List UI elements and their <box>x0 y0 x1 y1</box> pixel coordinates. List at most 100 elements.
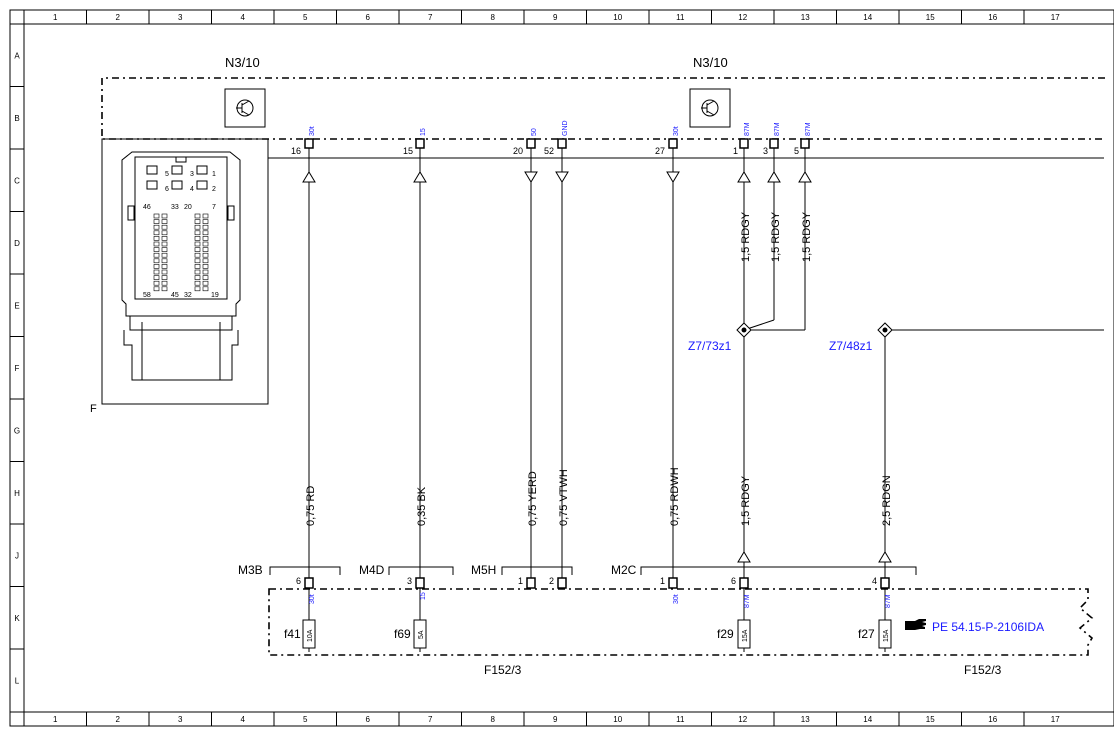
ecu-pin-number: 15 <box>403 146 413 156</box>
face-label: 32 <box>184 292 192 299</box>
transistor-icon <box>224 88 266 128</box>
pointing-hand-icon <box>905 619 926 630</box>
wire-label: 1,5 RDGY <box>740 211 752 262</box>
grid-column-label: 12 <box>738 13 747 22</box>
connector-cavity <box>153 258 160 264</box>
wire-label: 1,5 RDGY <box>770 211 782 262</box>
grid-column-label: 17 <box>1051 715 1060 724</box>
connector-cavity <box>153 213 160 219</box>
connector-cavity <box>194 224 201 230</box>
face-label: 20 <box>184 204 192 211</box>
fuse-rating: 15A <box>742 629 749 642</box>
connector-cavity <box>194 280 201 286</box>
connector-cavity <box>194 236 201 241</box>
grid-column-label: 14 <box>863 715 872 724</box>
face-label: 46 <box>143 204 151 211</box>
connector-cavity <box>153 286 160 292</box>
connector-cavity <box>194 230 201 236</box>
face-label: 58 <box>143 292 151 299</box>
fusebox-pin-number: 1 <box>660 576 665 586</box>
fusebox-connector-name: M2C <box>611 563 637 577</box>
connector-cavity <box>161 236 168 241</box>
fuse-rating: 5A <box>418 630 425 639</box>
fusebox-housing <box>268 588 1094 656</box>
grid-row-label: L <box>15 676 20 685</box>
ecu-right-label: N3/10 <box>693 55 728 70</box>
wire-label: 0,75 YERD <box>527 471 539 526</box>
connector-cavity <box>161 269 168 275</box>
face-label: 5 <box>165 171 169 178</box>
reference-link[interactable]: PE 54.15-P-2106IDA <box>932 620 1044 634</box>
ecu-pin-number: 20 <box>513 146 523 156</box>
fusebox-pin-number: 6 <box>296 576 301 586</box>
connector-cavity <box>202 258 209 264</box>
connector-cavity <box>161 219 168 224</box>
grid-column-label: 16 <box>988 13 997 22</box>
face-label: 6 <box>165 186 169 193</box>
grid-column-label: 8 <box>491 715 496 724</box>
connector-cavity <box>194 269 201 275</box>
connector-cavity <box>146 165 158 175</box>
ecu-pin-terminal: 87M <box>744 122 751 136</box>
connector-cavity <box>161 213 168 219</box>
grid-row-label: D <box>14 239 20 248</box>
grid-column-label: 10 <box>613 13 622 22</box>
connector-cavity <box>153 219 160 224</box>
ecu-left-label: N3/10 <box>225 55 260 70</box>
connector-cavity <box>194 252 201 258</box>
splice-icon <box>736 322 752 338</box>
fuse-name: f27 <box>858 627 875 641</box>
connector-cavity <box>202 280 209 286</box>
connector-cavity <box>153 241 160 247</box>
connector-cavity <box>171 180 183 190</box>
connector-cavity <box>194 264 201 269</box>
grid-column-label: 4 <box>241 13 246 22</box>
face-label: 3 <box>190 171 194 178</box>
connector-face-icon <box>121 151 241 381</box>
connector-cavity <box>161 280 168 286</box>
face-label: 45 <box>171 292 179 299</box>
connector-cavity <box>196 180 208 190</box>
grid-column-label: 9 <box>553 715 558 724</box>
grid-row-label: K <box>14 614 20 623</box>
ecu-pin-terminal: 87M <box>805 122 812 136</box>
ecu-pin-terminal: 50 <box>531 128 538 136</box>
ecu-pin-terminal: 87M <box>774 122 781 136</box>
fusebox-pin-number: 3 <box>407 576 412 586</box>
connector-cavity <box>194 241 201 247</box>
grid-column-label: 12 <box>738 715 747 724</box>
grid-column-label: 6 <box>366 715 371 724</box>
splice-label: Z7/48z1 <box>829 339 873 353</box>
fusebox-connectors <box>269 566 917 575</box>
ecu-pin-number: 1 <box>733 146 738 156</box>
connector-cavity <box>194 286 201 292</box>
connector-cavity <box>153 230 160 236</box>
grid-row-label: A <box>14 51 20 60</box>
face-label: 33 <box>171 204 179 211</box>
grid-row-label: J <box>15 551 19 560</box>
grid-column-label: 4 <box>241 715 246 724</box>
grid-column-label: 9 <box>553 13 558 22</box>
ecu-pin-number: 27 <box>655 146 665 156</box>
connector-cavity <box>194 275 201 280</box>
grid-row-label: C <box>14 176 20 185</box>
connector-panel <box>101 138 269 405</box>
grid-column-label: 10 <box>613 715 622 724</box>
fusebox-pin-terminal: 30t <box>673 594 680 604</box>
splice-label: Z7/73z1 <box>688 339 732 353</box>
connector-cavity <box>161 264 168 269</box>
connector-cavity <box>153 224 160 230</box>
fusebox-pin-terminal: 15 <box>420 592 427 600</box>
ecu-pin-terminal: 30t <box>309 126 316 136</box>
face-label: 2 <box>212 186 216 193</box>
fusebox-pins <box>304 577 890 589</box>
grid-column-label: 3 <box>178 715 183 724</box>
fusebox-pin-terminal: 30t <box>309 594 316 604</box>
ecu-pin-terminal: 30t <box>673 126 680 136</box>
connector-cavity <box>153 236 160 241</box>
connector-cavity <box>161 230 168 236</box>
connector-cavity <box>202 269 209 275</box>
connector-label: F <box>90 403 97 415</box>
ecu-pin-terminal: GND <box>562 120 569 136</box>
